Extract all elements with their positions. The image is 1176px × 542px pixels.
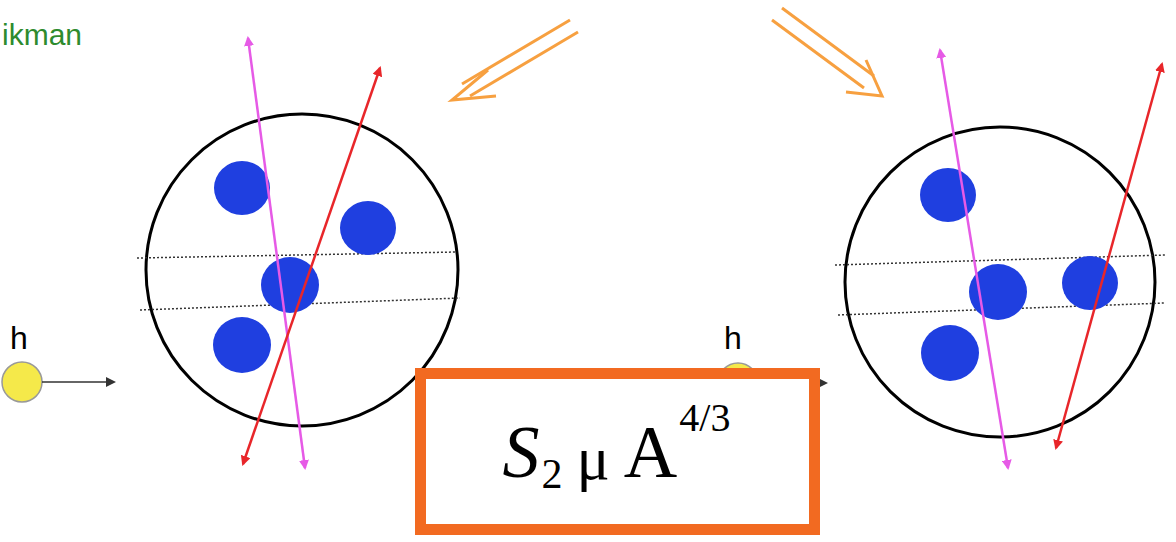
formula-box: S2μA4/3	[415, 368, 820, 535]
slide-author-text: ikman	[2, 18, 82, 52]
nucleus	[845, 127, 1155, 437]
hadron	[2, 362, 42, 402]
formula-symbol: μ	[577, 427, 610, 489]
nucleus	[146, 114, 458, 426]
formula-subscript: 2	[542, 453, 563, 495]
formula-symbol: S	[503, 415, 540, 489]
hadron-label: h	[10, 320, 28, 357]
formula-symbol: A	[624, 415, 677, 489]
formula-superscript: 4/3	[679, 398, 730, 438]
double-arrow	[452, 8, 882, 100]
hadron-label: h	[724, 320, 742, 357]
nucleon	[920, 168, 1118, 381]
nucleon	[213, 161, 396, 373]
